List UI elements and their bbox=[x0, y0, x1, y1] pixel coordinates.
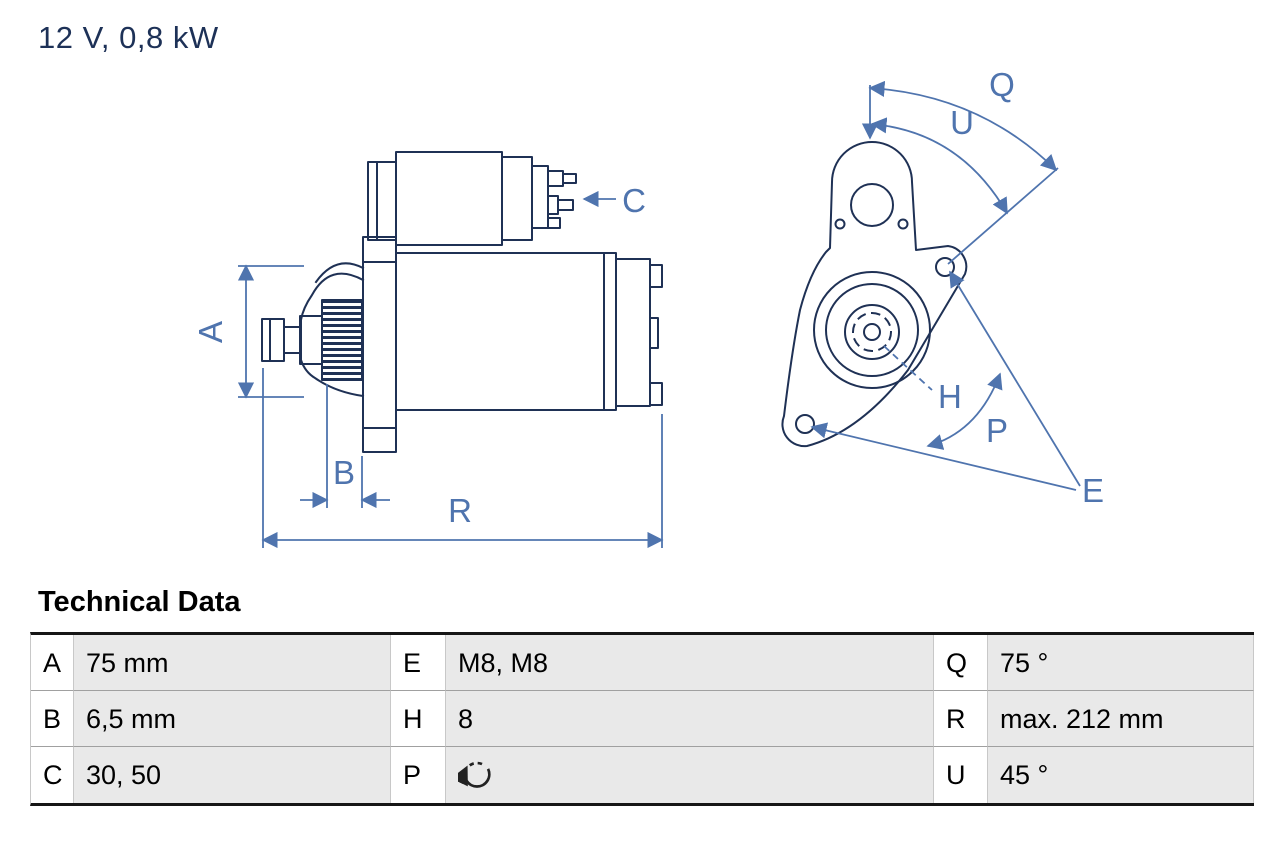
spec-key-e: E bbox=[391, 635, 446, 691]
dimension-b: B bbox=[300, 384, 390, 509]
ear-hole bbox=[850, 183, 894, 227]
bolt-hole-top bbox=[935, 257, 955, 277]
radial-reference-line bbox=[947, 167, 1059, 265]
dimension-label-p: P bbox=[986, 412, 1008, 449]
page-title: 12 V, 0,8 kW bbox=[38, 20, 219, 55]
motor-body bbox=[395, 252, 663, 411]
spec-value-h: 8 bbox=[446, 691, 934, 747]
bolt-hole-bottom bbox=[795, 414, 815, 434]
spec-key-u: U bbox=[934, 747, 988, 803]
dimension-e: E bbox=[810, 270, 1104, 509]
dimension-label-b: B bbox=[333, 454, 355, 491]
spec-value-r: max. 212 mm bbox=[988, 691, 1254, 747]
dimension-c: C bbox=[582, 182, 646, 219]
spec-value-e: M8, M8 bbox=[446, 635, 934, 691]
technical-drawing: A B R C bbox=[192, 66, 1104, 549]
dimension-a: A bbox=[192, 264, 304, 399]
spec-key-q: Q bbox=[934, 635, 988, 691]
dimension-label-q: Q bbox=[989, 66, 1015, 103]
spec-key-h: H bbox=[391, 691, 446, 747]
flange-face bbox=[781, 141, 968, 448]
solenoid bbox=[367, 151, 577, 246]
starter-side-view: A B R C bbox=[192, 151, 664, 549]
technical-data-heading: Technical Data bbox=[38, 586, 241, 618]
mounting-flange bbox=[362, 236, 397, 453]
spec-value-u: 45 ° bbox=[988, 747, 1254, 803]
dimension-label-h: H bbox=[938, 378, 962, 415]
dimension-p: P bbox=[926, 372, 1008, 450]
dimension-label-c: C bbox=[622, 182, 646, 219]
spec-value-c: 30, 50 bbox=[74, 747, 391, 803]
pinion-teeth-ring bbox=[852, 312, 892, 352]
technical-data-table: A 75 mm E M8, M8 Q 75 ° B 6,5 mm H 8 R m… bbox=[30, 632, 1254, 806]
dimension-label-a: A bbox=[192, 321, 229, 343]
spec-key-p: P bbox=[391, 747, 446, 803]
spec-key-r: R bbox=[934, 691, 988, 747]
spec-value-b: 6,5 mm bbox=[74, 691, 391, 747]
starter-front-view: Q U E H P bbox=[781, 66, 1104, 509]
dimension-label-r: R bbox=[448, 492, 472, 529]
spec-key-a: A bbox=[31, 635, 74, 691]
dimension-u: U bbox=[870, 104, 1008, 215]
dimension-q: Q bbox=[861, 66, 1058, 172]
drive-end-pinion bbox=[261, 262, 365, 398]
spec-value-q: 75 ° bbox=[988, 635, 1254, 691]
dimension-label-e: E bbox=[1082, 472, 1104, 509]
spec-value-p bbox=[446, 747, 934, 803]
dimension-label-u: U bbox=[950, 104, 974, 141]
spec-value-a: 75 mm bbox=[74, 635, 391, 691]
dimension-r: R bbox=[261, 368, 664, 549]
spec-key-b: B bbox=[31, 691, 74, 747]
spec-key-c: C bbox=[31, 747, 74, 803]
counterclockwise-rotation-icon bbox=[458, 761, 491, 788]
